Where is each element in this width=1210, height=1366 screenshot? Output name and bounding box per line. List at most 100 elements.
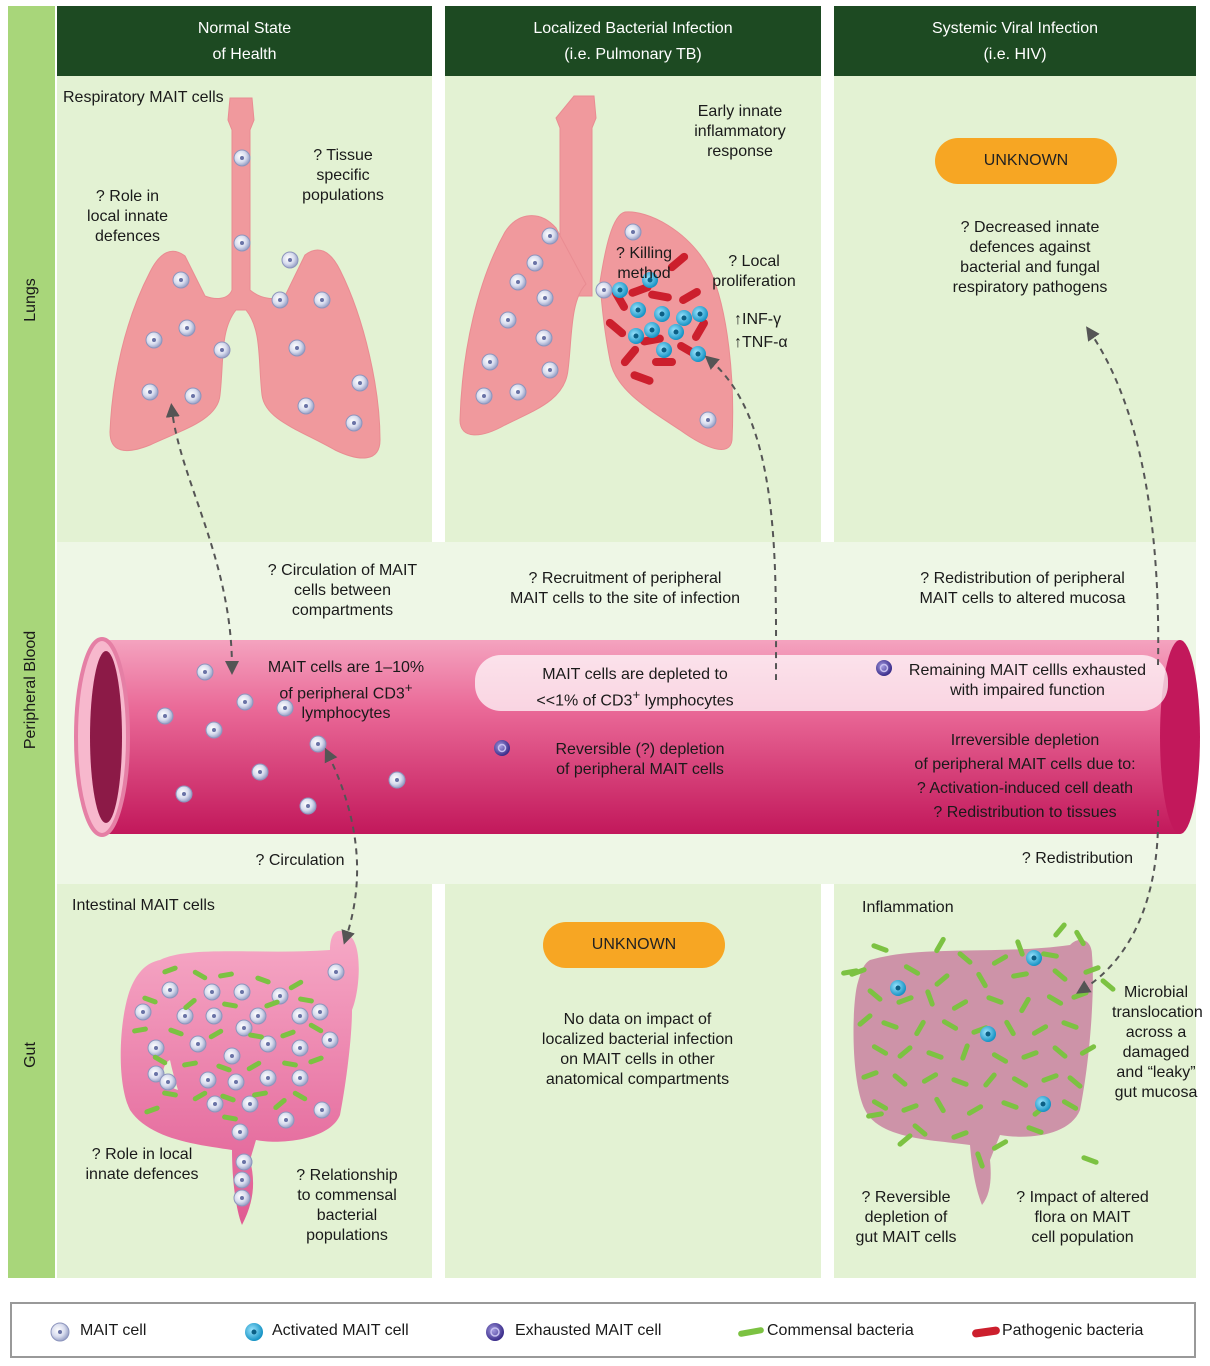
microbial-translocation: Microbial translocation across a damaged… [1112,983,1200,1103]
mait-cell-nucleus [240,1196,244,1200]
local-proliferation: ? Local proliferation [700,252,808,292]
mait-cell-nucleus [358,381,362,385]
mait-cell-nucleus [542,336,546,340]
mait-cell-nucleus-icon [58,1330,62,1334]
commensal-bacterium [871,943,890,954]
mait-cell-nucleus [298,1046,302,1050]
mait-cell-nucleus [320,298,324,302]
early-innate: Early innate inflammatory response [675,102,805,162]
mait-cell-nucleus [543,296,547,300]
gut-role-innate: ? Role in local innate defences [72,1145,212,1185]
killing-method: ? Killing method [608,244,680,284]
activated-mait-nucleus [674,330,679,335]
activated-mait-nucleus [650,328,655,333]
mait-cell-nucleus [266,1042,270,1046]
redistribution-label: ? Redistribution [1010,849,1145,869]
role-local-innate: ? Role in local innate defences [70,187,185,247]
mait-cell-nucleus [306,804,310,808]
activated-mait-nucleus [618,288,623,293]
arrow-redistribution-lung [1090,332,1158,665]
blood-pct-tail: lymphocytes [302,705,391,722]
mait-cell-nucleus [191,394,195,398]
mait-cell-nucleus [284,1118,288,1122]
legend-activated: Activated MAIT cell [272,1322,409,1340]
mait-cell-nucleus [334,970,338,974]
mait-cell-nucleus [258,770,262,774]
mait-cell-nucleus [295,346,299,350]
mait-cell-nucleus [212,728,216,732]
commensal-bacterium [1052,921,1067,938]
legend-exhausted: Exhausted MAIT cell [515,1322,661,1340]
arrow-redistribution-gut [1082,810,1158,990]
mait-cell-nucleus [242,1026,246,1030]
activated-mait-nucleus [698,312,703,317]
mait-cell-nucleus [148,390,152,394]
mait-cell-nucleus [220,348,224,352]
irreversible-depletion: Irreversible depletion of peripheral MAI… [880,729,1170,825]
mait-cell-nucleus [533,261,537,265]
mait-cell-nucleus [183,1014,187,1018]
depleted-tail: lymphocytes [640,692,733,709]
mait-cell-nucleus [240,156,244,160]
recruitment-label: ? Recruitment of peripheral MAIT cells t… [480,569,770,609]
legend: MAIT cell Activated MAIT cell Exhausted … [10,1302,1196,1358]
mait-cell-nucleus [141,1010,145,1014]
mait-cell-nucleus [395,778,399,782]
unknown-badge-lung: UNKNOWN [935,138,1117,184]
mait-cell-nucleus [152,338,156,342]
blood-pct-sup: + [405,680,413,695]
mait-cell-nucleus [328,1038,332,1042]
activated-mait-nucleus [896,986,901,991]
mait-cell-nucleus [182,792,186,796]
activated-mait-nucleus-icon [252,1330,257,1335]
respiratory-title: Respiratory MAIT cells [63,88,293,108]
mait-cell-nucleus [298,1014,302,1018]
mait-cell-nucleus [206,1078,210,1082]
mait-cell-nucleus [602,288,606,292]
legend-pathogenic: Pathogenic bacteria [1002,1322,1143,1340]
gut-relationship: ? Relationship to commensal bacterial po… [282,1166,412,1246]
mait-cell-nucleus [154,1072,158,1076]
activated-mait-nucleus [1041,1102,1046,1107]
mait-cell-nucleus [163,714,167,718]
mait-cell-nucleus [154,1046,158,1050]
mait-cell-nucleus [203,670,207,674]
exhausted-mait-cell [494,740,510,756]
redistribution-mucosa: ? Redistribution of peripheral MAIT cell… [890,569,1155,609]
activated-mait-nucleus [636,308,641,313]
unknown-badge-gut: UNKNOWN [543,922,725,968]
mait-cell-nucleus [278,994,282,998]
activated-mait-nucleus [1032,956,1037,961]
mait-cell-nucleus [240,990,244,994]
reversible-gut-depletion: ? Reversible depletion of gut MAIT cells [842,1188,970,1248]
exhausted-label: Remaining MAIT cellls exhausted with imp… [890,661,1165,701]
commensal-bacteria-icon [738,1327,765,1337]
mait-cell-nucleus [278,298,282,302]
gut-viral [854,940,1093,1205]
mait-cell-nucleus [168,988,172,992]
mait-cell-nucleus [288,258,292,262]
mait-cell-nucleus [352,421,356,425]
mait-cell-nucleus [482,394,486,398]
arrow-lung-blood-normal [172,410,232,668]
inflammation-label: Inflammation [862,898,982,918]
mait-cell-nucleus [298,1076,302,1080]
mait-cell-nucleus [548,368,552,372]
mait-cell-nucleus [548,234,552,238]
mait-cell-nucleus [304,404,308,408]
blood-pct-text: MAIT cells are 1–10% of peripheral CD3 [268,659,424,702]
blood-percentage: MAIT cells are 1–10% of peripheral CD3+ … [246,658,446,724]
pathogenic-bacteria-icon [972,1326,1001,1338]
mait-cell-nucleus [516,280,520,284]
activated-mait-nucleus [986,1032,991,1037]
impact-flora: ? Impact of altered flora on MAIT cell p… [1000,1188,1165,1248]
intestinal-title: Intestinal MAIT cells [72,896,292,916]
activated-mait-nucleus [660,312,665,317]
mait-cell-nucleus [166,1080,170,1084]
depleted-label: MAIT cells are depleted to <<1% of CD3+ … [500,665,770,711]
ifn-gamma: ↑INF-γ [734,310,804,330]
commensal-bacterium [1081,1155,1100,1166]
circulation-label: ? Circulation [240,851,360,871]
exhausted-mait-icon [486,1323,504,1341]
mait-cell-nucleus [248,1102,252,1106]
